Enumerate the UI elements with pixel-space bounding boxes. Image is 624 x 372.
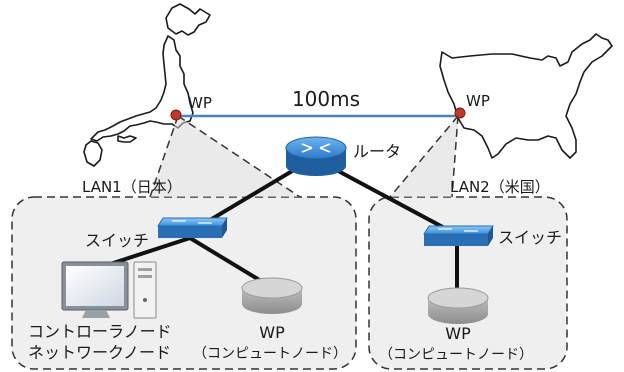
lan2-wp-disk-icon [427,287,489,324]
lan1-switch-label: スイッチ [85,231,149,250]
controller-label-line1: コントローラノード [28,322,172,341]
lan1-label: LAN1（日本） [82,178,182,196]
japan-wp-label: WP [188,94,212,112]
lan2-switch-label: スイッチ [498,228,562,247]
lan1-wp-sublabel: （コンピュートノード） [193,346,347,362]
japan-site-dot [170,109,182,121]
lan1-projection [150,116,300,197]
lan1-wp-disk-icon [241,277,303,314]
lan1-wp-label: WP [259,323,285,342]
japan-map [83,3,211,167]
router-label: ルータ [353,142,401,161]
controller-pc-icon [61,261,157,319]
lan2-wp-sublabel: （コンピュートノード） [379,347,533,363]
router-icon [285,136,347,176]
usa-site-dot [454,107,466,119]
lan2-switch-icon [423,225,494,246]
lan2-wp-label: WP [445,324,471,343]
latency-label: 100ms [292,87,360,111]
lan2-boundary [368,196,568,370]
usa-wp-label: WP [466,92,490,110]
usa-map [439,33,613,159]
lan2-label: LAN2（米国） [450,178,550,196]
controller-label-line2: ネットワークノード [28,343,171,362]
lan1-switch-icon [157,217,228,238]
